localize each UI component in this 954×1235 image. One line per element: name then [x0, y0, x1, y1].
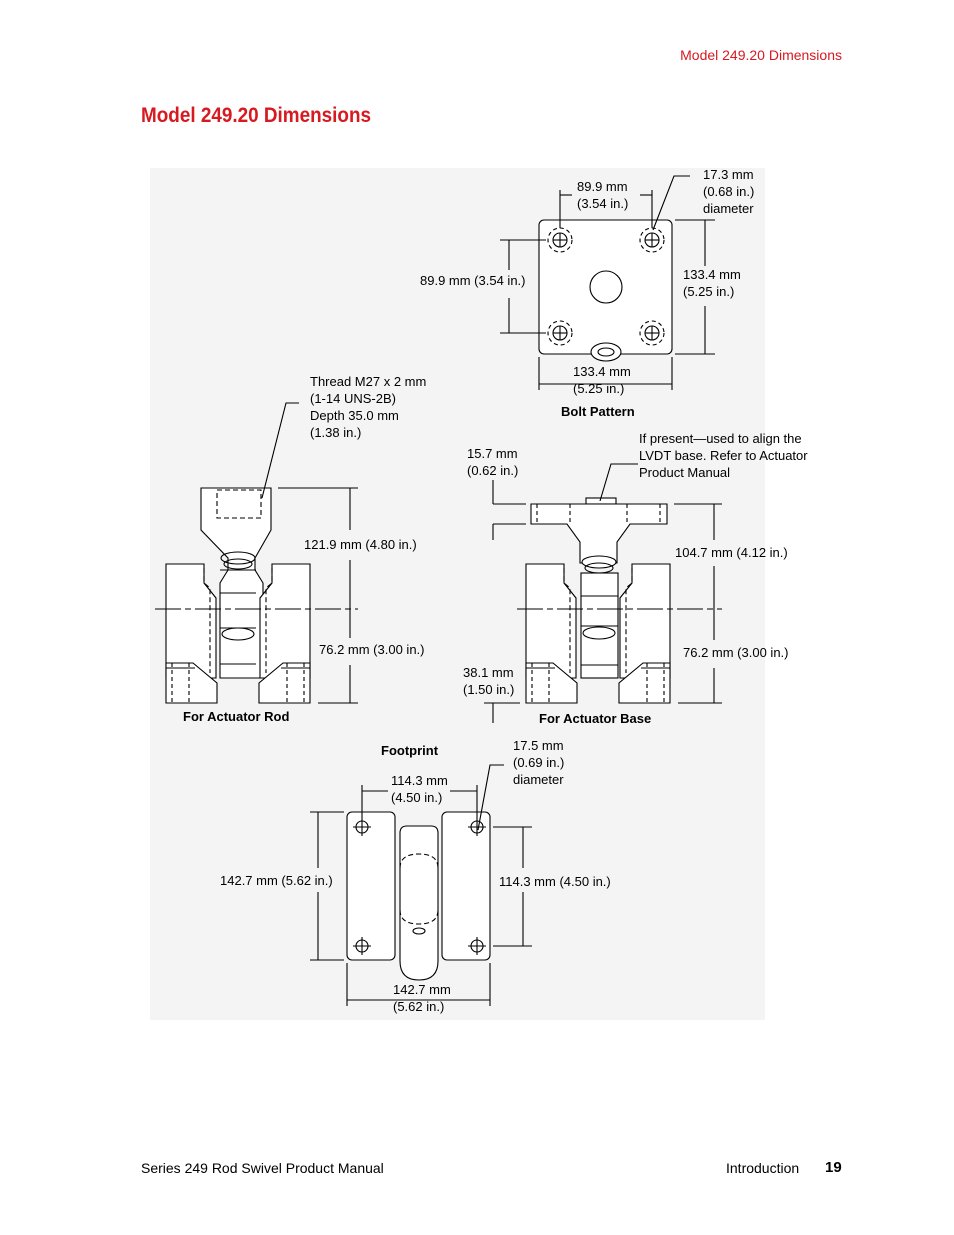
- footer-section-name: Introduction: [726, 1160, 800, 1176]
- flange-thickness-label: 15.7 mm (0.62 in.): [467, 446, 519, 478]
- footprint-caption: Footprint: [381, 743, 439, 758]
- bolt-pattern-caption: Bolt Pattern: [561, 404, 635, 419]
- footprint-hole-height-label: 114.3 mm (4.50 in.): [499, 874, 611, 889]
- footprint-drawing: [310, 764, 532, 1006]
- footprint-hole-icon: [468, 818, 486, 836]
- footprint-hole-icon: [353, 937, 371, 955]
- footprint-overall-height-label: 142.7 mm (5.62 in.): [220, 873, 333, 888]
- footprint-hole-spacing-label: 114.3 mm (4.50 in.): [391, 773, 448, 805]
- base-upper-height-label: 104.7 mm (4.12 in.): [675, 545, 788, 560]
- dimension-figure: 89.9 mm (3.54 in.) 17.3 mm (0.68 in.) di…: [150, 167, 808, 1020]
- footprint-hole-icon: [353, 818, 371, 836]
- lvdt-note-label: If present—used to align the LVDT base. …: [639, 431, 808, 480]
- actuator-rod-drawing: [155, 402, 358, 704]
- page-title: Model 249.20 Dimensions: [141, 104, 372, 127]
- thread-note-label: Thread M27 x 2 mm (1-14 UNS-2B) Depth 35…: [310, 374, 427, 440]
- running-head: Model 249.20 Dimensions: [680, 47, 842, 63]
- bolt-pattern-left-height-label: 89.9 mm (3.54 in.): [420, 273, 526, 288]
- actuator-base-drawing: [484, 463, 722, 723]
- base-offset-label: 38.1 mm (1.50 in.): [463, 665, 515, 697]
- dimension-drawing: [150, 168, 765, 1020]
- footprint-hole-diameter-label: 17.5 mm (0.69 in.) diameter: [513, 738, 565, 787]
- bolt-pattern-bottom-width-label: 133.4 mm (5.25 in.): [573, 364, 631, 396]
- bolt-pattern-right-height-label: 133.4 mm (5.25 in.): [683, 267, 741, 299]
- bolt-pattern-top-width-label: 89.9 mm (3.54 in.): [577, 179, 629, 211]
- actuator-base-caption: For Actuator Base: [539, 711, 652, 726]
- footprint-hole-icon: [468, 937, 486, 955]
- rod-lower-height-label: 76.2 mm (3.00 in.): [319, 642, 425, 657]
- footer-manual-title: Series 249 Rod Swivel Product Manual: [141, 1160, 384, 1176]
- base-lower-height-label: 76.2 mm (3.00 in.): [683, 645, 789, 660]
- bolt-pattern-hole-diameter-label: 17.3 mm (0.68 in.) diameter: [703, 167, 755, 216]
- actuator-rod-caption: For Actuator Rod: [183, 709, 290, 724]
- bolt-hole-icon: [547, 320, 573, 346]
- bolt-hole-icon: [639, 320, 665, 346]
- bolt-pattern-drawing: [500, 175, 715, 390]
- footer-page-number: 19: [825, 1159, 842, 1176]
- rod-upper-height-label: 121.9 mm (4.80 in.): [304, 537, 417, 552]
- footprint-overall-width-label: 142.7 mm (5.62 in.): [393, 982, 451, 1014]
